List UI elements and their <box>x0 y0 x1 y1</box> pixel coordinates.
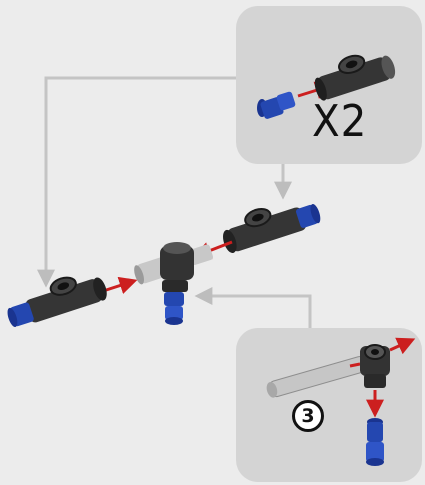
guide-line-left <box>37 76 236 288</box>
red-arrow-icon <box>389 337 416 355</box>
bush-connector-icon <box>223 204 321 253</box>
bush-connector-icon <box>7 276 107 328</box>
bush-connector-icon <box>360 344 390 388</box>
step-number-badge: 3 <box>292 400 324 432</box>
quantity-multiplier-label: X2 <box>312 96 368 147</box>
grey-axle-icon <box>266 356 368 398</box>
guide-line-bottom <box>194 287 312 328</box>
blue-pin-icon <box>257 91 296 119</box>
red-arrow-icon <box>349 362 361 368</box>
callout-bottom-panel <box>236 328 422 482</box>
blue-pin-icon <box>366 418 384 466</box>
guide-lines <box>37 76 312 328</box>
bush-connector-icon <box>314 54 396 101</box>
bush-connector-icon <box>160 242 194 325</box>
